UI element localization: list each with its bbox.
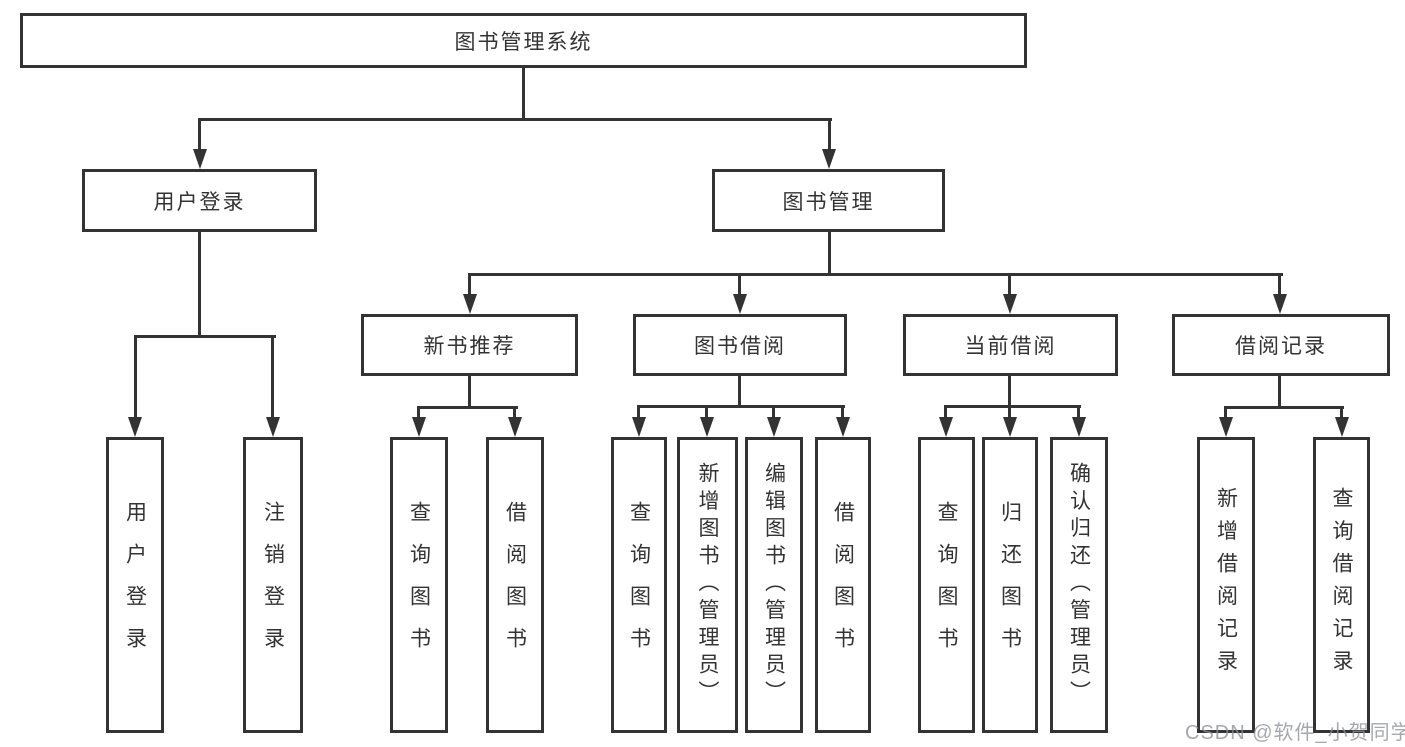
connector-line — [271, 335, 274, 419]
connector-line — [828, 232, 831, 276]
leaf-label: 查询图书 — [627, 501, 651, 669]
node-label: 当前借阅 — [964, 335, 1057, 358]
leaf-query-books-3: 查询图书 — [918, 437, 975, 733]
leaf-query-books-2: 查询图书 — [611, 437, 667, 733]
connector-line — [705, 405, 708, 419]
leaf-borrow-books-1: 借阅图书 — [486, 437, 544, 733]
leaf-add-books-admin: 新增图书（管理员） — [677, 437, 738, 733]
connector-line — [198, 232, 201, 338]
arrow-down-icon — [128, 417, 142, 437]
arrow-down-icon — [1003, 417, 1017, 437]
arrow-down-icon — [1072, 417, 1086, 437]
connector-line — [134, 335, 137, 419]
arrow-down-icon — [822, 149, 836, 169]
leaf-return-books: 归还图书 — [982, 437, 1038, 733]
connector-line — [1224, 406, 1227, 419]
arrow-down-icon — [1219, 417, 1233, 437]
connector-line — [417, 406, 518, 409]
arrow-down-icon — [939, 417, 953, 437]
connector-line — [1278, 375, 1281, 409]
leaf-label: 查询图书 — [407, 501, 431, 669]
connector-line — [1077, 405, 1080, 419]
arrow-down-icon — [1335, 417, 1349, 437]
leaf-add-borrow-record: 新增借阅记录 — [1197, 437, 1255, 733]
connector-line — [738, 375, 741, 408]
leaf-label: 借阅图书 — [831, 501, 855, 669]
connector-line — [198, 118, 201, 152]
node-label: 图书管理 — [782, 190, 875, 214]
node-label: 图书借阅 — [694, 335, 786, 358]
connector-line — [828, 118, 831, 152]
node-root-system: 图书管理系统 — [20, 13, 1027, 68]
connector-line — [468, 273, 1283, 276]
leaf-edit-books-admin: 编辑图书（管理员） — [745, 437, 803, 733]
connector-line — [841, 405, 844, 419]
arrow-down-icon — [733, 294, 747, 314]
leaf-label: 新增借阅记录 — [1214, 487, 1238, 683]
arrow-down-icon — [632, 417, 646, 437]
node-new-book-recommend: 新书推荐 — [361, 314, 578, 376]
leaf-label: 新增图书（管理员） — [696, 462, 719, 708]
connector-line — [1008, 375, 1011, 408]
connector-line — [637, 405, 845, 408]
arrow-down-icon — [767, 417, 781, 437]
leaf-user-login: 用户登录 — [106, 437, 164, 733]
arrow-down-icon — [412, 417, 426, 437]
connector-line — [637, 405, 640, 419]
connector-line — [1008, 405, 1011, 419]
leaf-label: 借阅图书 — [503, 501, 527, 669]
node-book-borrowing: 图书借阅 — [633, 314, 847, 376]
connector-line — [1008, 273, 1011, 297]
connector-line — [417, 406, 420, 419]
node-label: 用户登录 — [153, 190, 246, 214]
leaf-label: 查询借阅记录 — [1330, 487, 1353, 683]
connector-line — [134, 335, 276, 338]
leaf-logout: 注销登录 — [243, 437, 303, 733]
leaf-label: 编辑图书（管理员） — [762, 462, 786, 708]
connector-line — [1340, 406, 1343, 419]
node-label: 新书推荐 — [423, 335, 516, 358]
connector-line — [944, 405, 1081, 408]
node-current-borrowing: 当前借阅 — [903, 314, 1118, 376]
connector-line — [1224, 406, 1344, 409]
arrow-down-icon — [463, 294, 477, 314]
arrow-down-icon — [1273, 294, 1287, 314]
connector-line — [198, 118, 832, 121]
leaf-query-borrow-record: 查询借阅记录 — [1313, 437, 1370, 733]
connector-line — [513, 406, 516, 419]
node-root-label: 图书管理系统 — [454, 30, 593, 54]
leaf-label: 归还图书 — [998, 501, 1022, 669]
node-label: 借阅记录 — [1235, 335, 1327, 358]
leaf-query-books-1: 查询图书 — [390, 437, 448, 733]
connector-line — [468, 375, 471, 409]
node-book-management: 图书管理 — [712, 169, 945, 232]
leaf-label: 确认归还（管理员） — [1067, 462, 1091, 708]
arrow-down-icon — [193, 149, 207, 169]
arrow-down-icon — [1003, 294, 1017, 314]
leaf-label: 用户登录 — [123, 501, 147, 669]
connector-line — [1278, 273, 1281, 297]
node-borrowing-records: 借阅记录 — [1172, 314, 1390, 376]
leaf-borrow-books-2: 借阅图书 — [815, 437, 871, 733]
connector-line — [738, 273, 741, 297]
arrow-down-icon — [700, 417, 714, 437]
connector-line — [468, 273, 471, 297]
node-user-login: 用户登录 — [82, 169, 317, 232]
leaf-confirm-return-admin: 确认归还（管理员） — [1050, 437, 1108, 733]
connector-line — [944, 405, 947, 419]
leaf-label: 查询图书 — [935, 501, 958, 669]
arrow-down-icon — [508, 417, 522, 437]
connector-line — [772, 405, 775, 419]
connector-line — [522, 68, 525, 121]
arrow-down-icon — [836, 417, 850, 437]
leaf-label: 注销登录 — [261, 501, 285, 669]
csdn-watermark: CSDN @软件_小贺同学 — [1185, 722, 1405, 744]
arrow-down-icon — [266, 417, 280, 437]
